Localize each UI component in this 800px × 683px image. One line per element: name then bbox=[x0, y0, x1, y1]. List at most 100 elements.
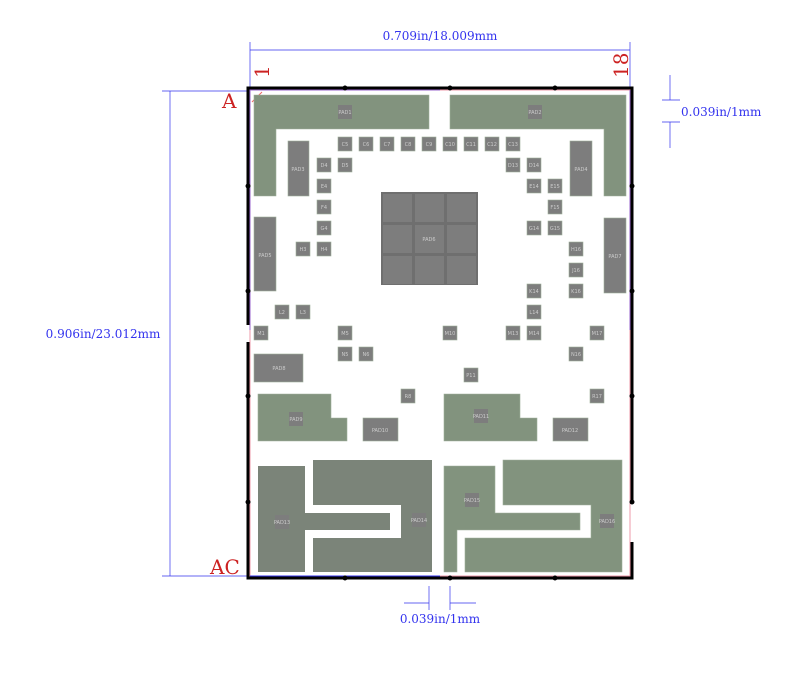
ball-label: K16 bbox=[571, 289, 581, 295]
pad-10 bbox=[362, 417, 399, 442]
ball-pad-c8: C8 bbox=[400, 136, 416, 152]
ball-label: G4 bbox=[320, 226, 327, 232]
ball-pad-m5: M5 bbox=[337, 325, 353, 341]
ball-label: R17 bbox=[592, 394, 602, 400]
ball-pad-l2: L2 bbox=[274, 304, 290, 320]
ball-pad-m1: M1 bbox=[253, 325, 269, 341]
pad-3 bbox=[287, 140, 310, 197]
ball-pad-l14: L14 bbox=[526, 304, 542, 320]
pad-7 bbox=[603, 217, 627, 294]
pad-label: PAD9 bbox=[289, 417, 302, 423]
ball-label: K14 bbox=[529, 289, 539, 295]
ball-pad-c12: C12 bbox=[484, 136, 500, 152]
ball-pad-e4: E4 bbox=[316, 178, 332, 194]
ball-pad-e14: E14 bbox=[526, 178, 542, 194]
ball-label: M10 bbox=[445, 331, 456, 337]
column-marker-last: 18 bbox=[609, 53, 633, 78]
ball-pad-d14: D14 bbox=[526, 157, 542, 173]
ball-label: E14 bbox=[529, 184, 539, 190]
ball-pad-e15: E15 bbox=[547, 178, 563, 194]
ball-pad-h16: H16 bbox=[568, 241, 584, 257]
ball-label: N16 bbox=[571, 352, 581, 358]
ball-label: L3 bbox=[300, 310, 306, 316]
ball-pad-g14: G14 bbox=[526, 220, 542, 236]
pad-4 bbox=[569, 140, 593, 197]
pad-label: PAD14 bbox=[411, 518, 427, 524]
pad-label: PAD12 bbox=[562, 428, 578, 434]
silkscreen-outline bbox=[246, 86, 634, 580]
ball-label: C9 bbox=[426, 142, 433, 148]
ball-label: D14 bbox=[529, 163, 539, 169]
pad-label: PAD11 bbox=[473, 414, 489, 420]
pad-15 bbox=[443, 465, 581, 573]
ball-label: E15 bbox=[550, 184, 560, 190]
column-marker-first: 1 bbox=[250, 65, 274, 78]
ball-pad-p11: P11 bbox=[463, 367, 479, 383]
row-marker-last: AC bbox=[209, 555, 240, 579]
height-dimension: 0.906in/23.012mm bbox=[46, 327, 161, 341]
ball-label: M17 bbox=[592, 331, 603, 337]
ball-pad-r8: R8 bbox=[400, 388, 416, 404]
ball-pad-m14: M14 bbox=[526, 325, 542, 341]
ball-label: D5 bbox=[341, 163, 348, 169]
pad-11 bbox=[443, 393, 538, 442]
ball-label: F15 bbox=[550, 205, 559, 211]
ball-pad-r17: R17 bbox=[589, 388, 605, 404]
ball-pad-n5: N5 bbox=[337, 346, 353, 362]
pad-16 bbox=[464, 459, 623, 573]
pad-13 bbox=[258, 466, 390, 572]
row-marker-first: A bbox=[221, 89, 237, 113]
ball-pad-c10: C10 bbox=[442, 136, 458, 152]
ball-label: C5 bbox=[342, 142, 349, 148]
ball-label: C6 bbox=[363, 142, 370, 148]
pitch-dimension-bottom: 0.039in/1mm bbox=[400, 612, 481, 626]
ball-pad-k14: K14 bbox=[526, 283, 542, 299]
ball-pad-c7: C7 bbox=[379, 136, 395, 152]
pad-6 bbox=[381, 192, 478, 285]
ball-pad-k16: K16 bbox=[568, 283, 584, 299]
ball-pad-n16: N16 bbox=[568, 346, 584, 362]
pad-label: PAD3 bbox=[291, 167, 304, 173]
pad-label: PAD2 bbox=[528, 110, 541, 116]
ball-pad-f4: F4 bbox=[316, 199, 332, 215]
ball-label: C13 bbox=[508, 142, 518, 148]
pad-label: PAD15 bbox=[464, 498, 480, 504]
ball-pad-c5: C5 bbox=[337, 136, 353, 152]
pad-label: PAD13 bbox=[274, 520, 290, 526]
ball-label: J16 bbox=[571, 268, 580, 274]
ball-label: M5 bbox=[341, 331, 349, 337]
pad-14 bbox=[313, 460, 432, 572]
pad-label: PAD5 bbox=[258, 253, 271, 259]
pad-8 bbox=[253, 353, 304, 383]
pad-2 bbox=[449, 94, 627, 197]
ball-pad-c11: C11 bbox=[463, 136, 479, 152]
ball-pad-d5: D5 bbox=[337, 157, 353, 173]
ball-label: E4 bbox=[321, 184, 327, 190]
ball-pad-c13: C13 bbox=[505, 136, 521, 152]
ball-label: L14 bbox=[529, 310, 538, 316]
ball-label: F4 bbox=[321, 205, 327, 211]
ball-label: G14 bbox=[529, 226, 539, 232]
ball-pad-m13: M13 bbox=[505, 325, 521, 341]
pad-label: PAD4 bbox=[574, 167, 587, 173]
ball-pad-g15: G15 bbox=[547, 220, 563, 236]
ball-pad-m10: M10 bbox=[442, 325, 458, 341]
ball-label: D4 bbox=[320, 163, 327, 169]
pad-label: PAD16 bbox=[599, 519, 615, 525]
ball-label: C7 bbox=[384, 142, 391, 148]
ball-pad-g4: G4 bbox=[316, 220, 332, 236]
dimension-lines bbox=[162, 42, 680, 610]
ball-label: M1 bbox=[257, 331, 265, 337]
ball-label: M14 bbox=[529, 331, 540, 337]
ball-pad-c6: C6 bbox=[358, 136, 374, 152]
ball-label: C12 bbox=[487, 142, 497, 148]
pad-5 bbox=[253, 216, 277, 292]
ball-label: C10 bbox=[445, 142, 455, 148]
ball-label: N5 bbox=[342, 352, 349, 358]
pad-label: PAD6 bbox=[422, 237, 435, 243]
ball-label: C11 bbox=[466, 142, 476, 148]
ball-pad-f15: F15 bbox=[547, 199, 563, 215]
ball-pad-m17: M17 bbox=[589, 325, 605, 341]
ball-pad-j16: J16 bbox=[568, 262, 584, 278]
